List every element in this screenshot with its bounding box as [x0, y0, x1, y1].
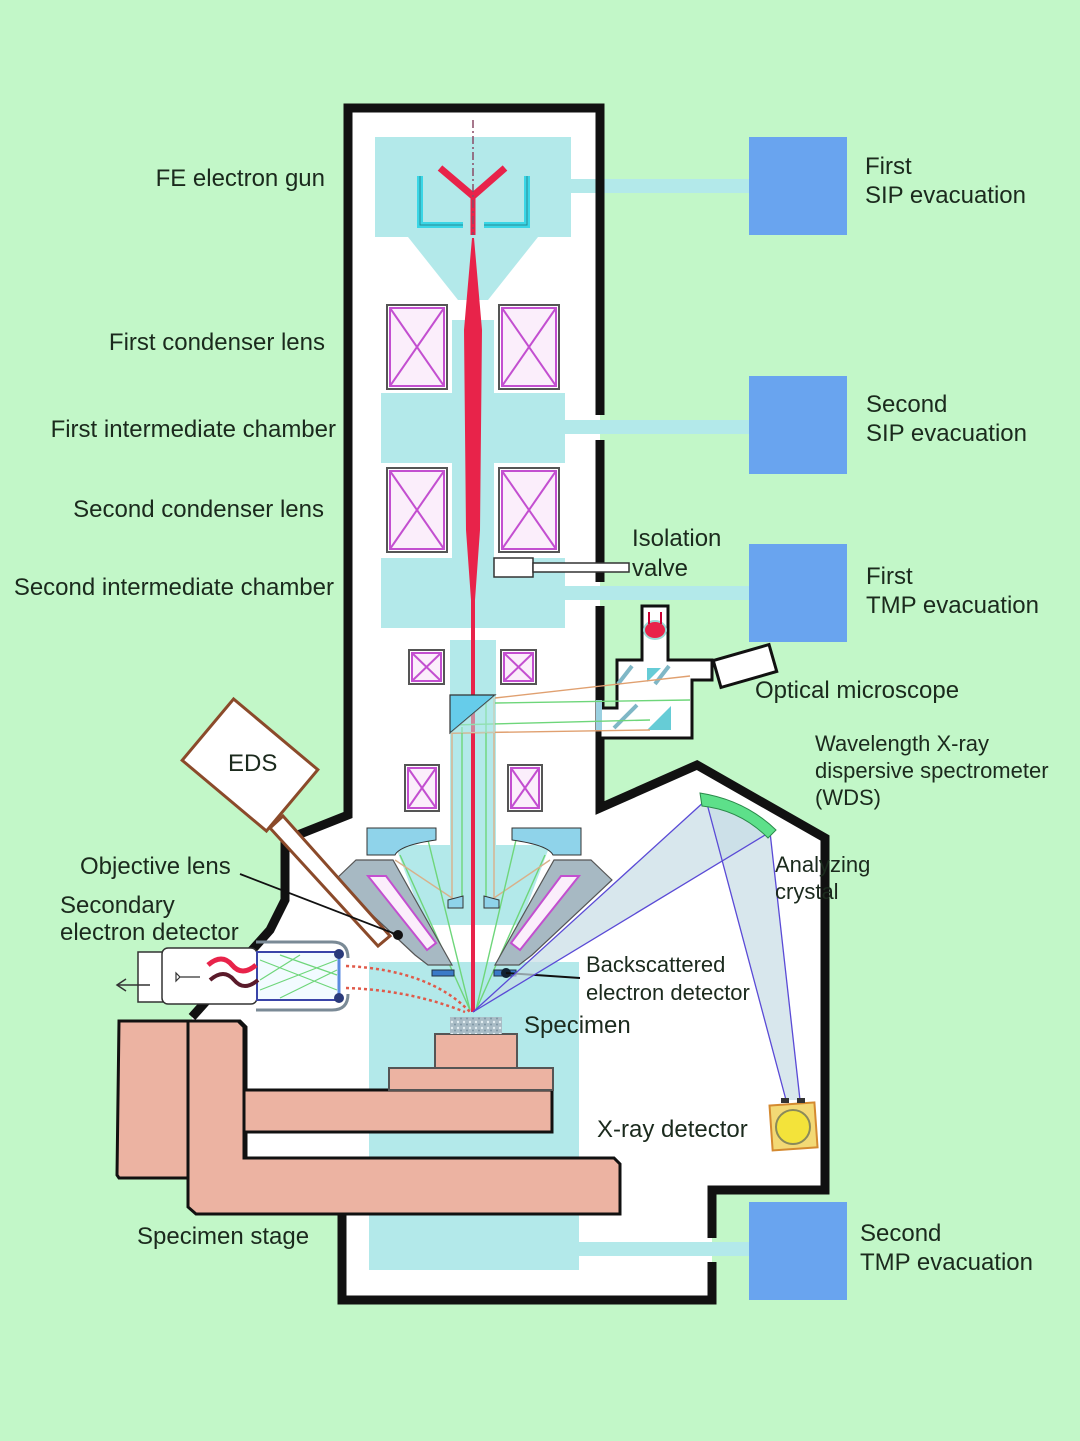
label-se-detector-2: electron detector	[60, 919, 239, 946]
label-second-condenser-lens: Second condenser lens	[73, 496, 324, 523]
label-analyzing-crystal-2: crystal	[775, 879, 839, 904]
x-ray-detector	[768, 1098, 819, 1152]
label-wds-1: Wavelength X-ray	[815, 731, 989, 756]
label-objective-lens: Objective lens	[80, 853, 231, 880]
objective-lens-dot	[393, 930, 403, 940]
analyzing-crystal	[699, 792, 777, 839]
label-pump-3-line2: TMP evacuation	[866, 592, 1039, 619]
electron-beam	[464, 238, 482, 1012]
secondary-electron-detector	[115, 940, 350, 1012]
eds-detector	[180, 696, 393, 949]
label-isolation-valve-1: Isolation	[632, 525, 721, 552]
fe-gun	[417, 120, 530, 235]
label-se-detector-1: Secondary	[60, 892, 175, 919]
pump-first-tmp	[749, 544, 847, 642]
label-eds: EDS	[228, 750, 277, 777]
label-wds-3: (WDS)	[815, 785, 881, 810]
label-x-ray-detector: X-ray detector	[597, 1116, 748, 1143]
label-pump-4-line1: Second	[860, 1220, 941, 1247]
label-pump-3-line1: First	[866, 563, 913, 590]
pump-second-sip	[749, 376, 847, 474]
secondary-electron-paths	[345, 964, 471, 1014]
specimen-stage	[115, 1019, 622, 1216]
label-optical-microscope: Optical microscope	[755, 677, 959, 704]
label-pump-2-line2: SIP evacuation	[866, 420, 1027, 447]
label-bse-2: electron detector	[586, 980, 750, 1005]
label-first-intermediate-chamber: First intermediate chamber	[51, 416, 336, 443]
pump-first-sip	[749, 137, 847, 235]
label-first-condenser-lens: First condenser lens	[109, 329, 325, 356]
label-specimen: Specimen	[524, 1012, 631, 1039]
scan-coils	[404, 649, 543, 812]
pipe-gun	[571, 179, 751, 193]
second-condenser-lens	[386, 467, 560, 553]
labels: FE electron gun First condenser lens Fir…	[14, 153, 1049, 1276]
first-condenser-lens	[386, 304, 560, 390]
chamber-wall	[188, 103, 830, 1305]
beam-splitter-prism	[449, 694, 497, 735]
pump-second-tmp	[749, 1202, 847, 1300]
label-bse-1: Backscattered	[586, 952, 725, 977]
objective-lens-leader	[239, 873, 399, 936]
coil-icon	[498, 467, 560, 553]
coil-icon	[386, 467, 448, 553]
label-specimen-stage: Specimen stage	[137, 1223, 309, 1250]
label-fe-gun: FE electron gun	[156, 165, 325, 192]
label-pump-2-line1: Second	[866, 391, 947, 418]
coil-icon	[404, 764, 440, 812]
specimen	[450, 1017, 502, 1034]
coil-icon	[408, 649, 445, 685]
objective-lens	[334, 827, 613, 966]
coil-icon	[386, 304, 448, 390]
optical-microscope	[596, 604, 779, 740]
coil-icon	[498, 304, 560, 390]
label-pump-4-line2: TMP evacuation	[860, 1249, 1033, 1276]
label-analyzing-crystal-1: Analyzing	[775, 852, 870, 877]
label-wds-2: dispersive spectrometer	[815, 758, 1049, 783]
label-isolation-valve-2: valve	[632, 555, 688, 582]
coil-icon	[507, 764, 543, 812]
wds-spectrometer	[472, 792, 801, 1101]
label-pump-1-line2: SIP evacuation	[865, 182, 1026, 209]
isolation-valve	[493, 557, 630, 578]
label-second-intermediate-chamber: Second intermediate chamber	[14, 574, 334, 601]
label-pump-1-line1: First	[865, 153, 912, 180]
coil-icon	[500, 649, 537, 685]
